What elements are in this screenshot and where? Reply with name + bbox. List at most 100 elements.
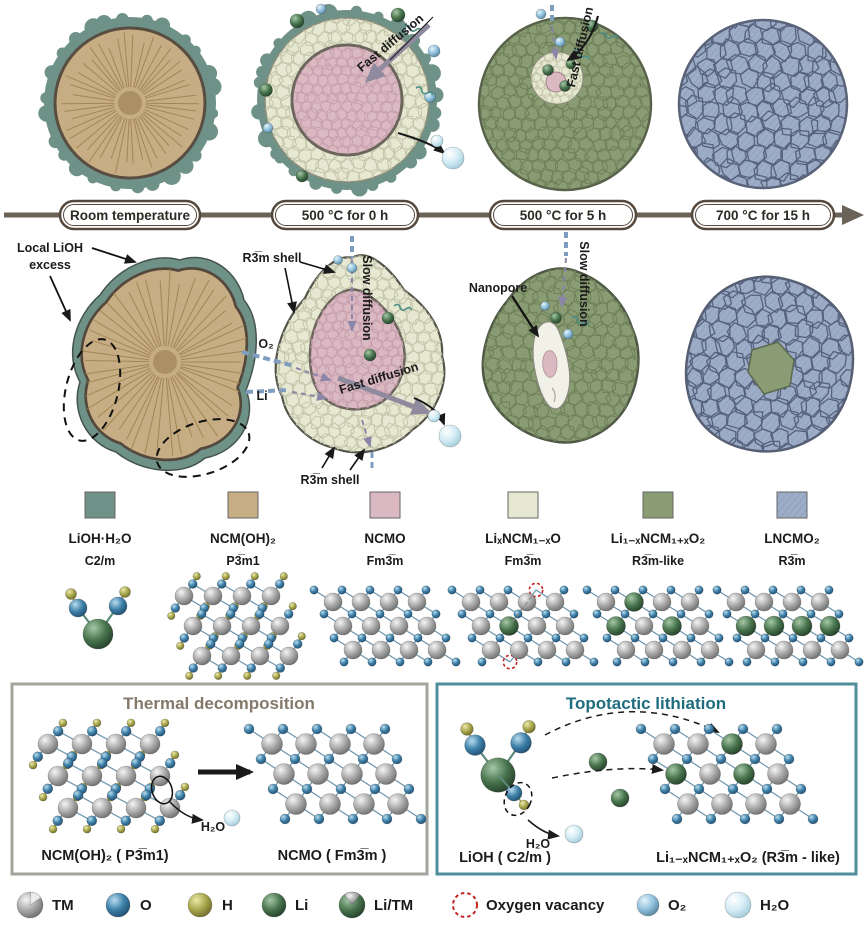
atom-sphere [289,753,301,765]
grain-boundary [275,436,288,453]
atom-sphere [662,616,682,636]
grain-boundary [496,179,512,189]
grain-boundary [482,364,494,384]
grain-boundary [290,340,306,357]
grain-boundary [562,308,580,328]
grain-boundary [619,124,634,141]
grain-boundary [415,267,432,282]
grain-boundary [331,354,345,368]
grain-boundary [392,255,409,259]
grain-boundary [485,159,500,176]
grain-boundary [276,83,291,102]
atom-sphere [272,671,281,680]
atom-sphere [285,793,307,815]
grain-boundary [330,83,343,97]
grain-boundary [406,308,421,325]
grain-boundary [326,46,338,51]
atom-sphere [261,733,283,755]
grain-boundary [398,297,412,313]
radial-texture-line [175,295,227,351]
grain-boundary [275,444,282,453]
grain-boundary [809,438,831,452]
grain-boundary [392,61,408,76]
grain-boundary [334,310,347,324]
grain-boundary [301,297,318,315]
atom-sphere [292,639,303,649]
grain-boundary [633,19,650,36]
grain-boundary [615,19,632,24]
atom-sphere [550,312,562,324]
atom-sphere [672,640,692,660]
grain-boundary [507,268,522,281]
label-local-lioh-line1: Local LiOH [17,241,83,255]
atom-sphere [241,616,261,636]
grain-boundary [686,279,706,300]
leaving-oh-dashed-circle [503,781,533,817]
radial-texture-line [108,286,156,350]
atom-sphere [671,813,683,825]
atom-label-h2o: H₂O [760,897,789,914]
atom-sphere [636,893,660,917]
sphere-wedge [29,891,42,906]
atom-sphere [834,609,844,619]
stage-label: Room temperature [70,208,191,223]
grain-boundary [400,335,405,350]
atom-sphere [62,757,74,769]
atom-sphere [750,609,760,619]
atom-sphere [381,311,395,325]
grain-boundary [695,443,716,452]
grain-boundary [336,18,351,36]
atom-sphere [638,585,648,595]
radial-texture-line [180,363,245,375]
atom-sphere [250,572,259,581]
fast-diffusion-curve-arrow [566,15,600,62]
panel-thermal-byproduct: H₂O [201,820,226,834]
grain-boundary [428,284,444,302]
atom-sphere [779,793,801,815]
grain-boundary [574,334,591,349]
grain-boundary [338,420,355,438]
atom-sphere [116,824,126,834]
grain-boundary [293,89,299,104]
atom-sphere [676,609,686,619]
grain-boundary [585,83,602,99]
grain-boundary [265,18,272,25]
radial-texture-line [167,284,180,347]
grain-boundary [555,32,571,48]
atom-sphere [38,792,48,802]
atom-sphere [694,585,704,595]
stage-pill-outer [270,199,420,231]
grain-boundary [835,424,853,447]
atom-sphere [610,585,620,595]
atom-sphere [523,633,533,643]
grain-boundary [579,342,595,360]
cross-section-500c-5h [481,232,640,444]
grain-boundary [572,358,587,375]
stage-pill-inner [493,204,633,226]
radial-texture-line [82,350,150,361]
grain-boundary [336,292,351,306]
atom-sphere [403,609,413,619]
stage-pill-outer [488,199,638,231]
label-r3m-shell-bottom: R3̅m shell [300,473,359,487]
atom-sphere [737,723,749,735]
diffusion-dash-arrow [295,367,332,382]
grain-boundary [312,356,324,370]
grain-boundary [355,311,368,326]
atom-sphere [221,646,241,666]
grain-boundary [496,358,514,375]
atom-sphere [120,725,132,737]
grain-boundary [374,424,391,441]
grain-boundary [482,425,488,443]
atom-sphere [225,609,236,619]
grain-boundary [578,135,595,151]
atom-sphere [363,733,385,755]
radial-texture-line [66,108,116,131]
atom-label-tm: TM [52,897,74,914]
radial-texture-line [172,279,210,349]
grain-boundary [467,43,480,57]
atom-sphere [582,585,592,595]
label-pointer-arrow [349,448,366,471]
crystal-structure-lncmo2 [712,585,864,667]
grain-boundary [340,18,357,27]
